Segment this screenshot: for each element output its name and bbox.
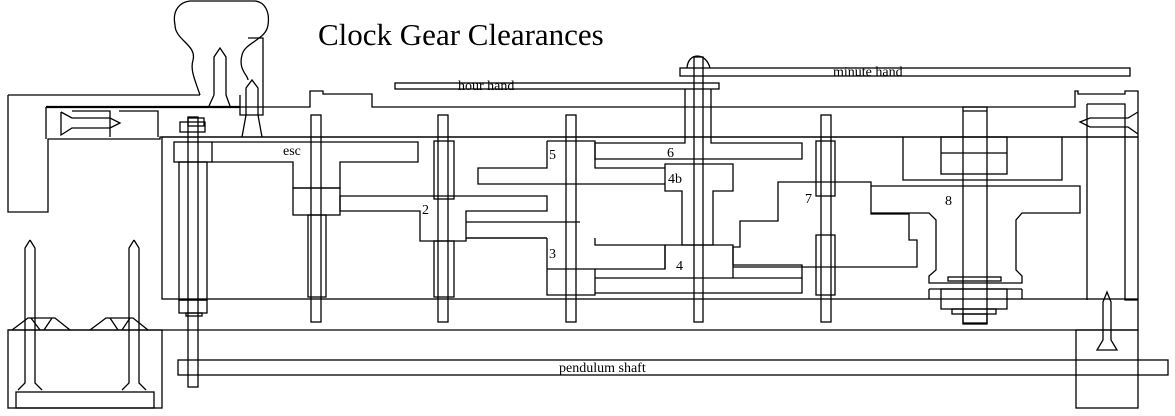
arbor-2 [433,114,455,323]
knob-icon [173,0,270,138]
gear-4b-label: 4b [668,172,682,187]
gear-esc-label: esc [283,144,301,159]
minute-hand-label: minute hand [833,65,903,80]
gear-3: 3 [466,237,803,296]
pendulum-shaft-label: pendulum shaft [559,361,646,376]
gear-3-label: 3 [549,247,556,262]
back-plate [161,136,1139,300]
gear-5: 5 [477,140,665,185]
gear-7-label: 7 [805,192,812,207]
hour-hand: hour hand [394,79,720,94]
gear-esc: esc [212,141,419,216]
hand-nut-icon [686,55,711,69]
pendulum-shaft: pendulum shaft [177,359,1169,376]
gear-8-label: 8 [945,194,952,209]
arbor-esc-pendulum [173,116,213,388]
diagram-title: Clock Gear Clearances [318,17,604,52]
gear-4b: 4b [664,163,734,246]
minute-hand: minute hand [679,65,1131,80]
arbor-5-3 [565,114,577,323]
base-right [1075,290,1139,409]
arbor-center [594,56,803,323]
gear-2: 2 [339,195,580,242]
left-screw-icon [60,110,159,137]
gear-8: 8 [871,136,1081,325]
base-left [7,239,163,409]
case-frame [7,90,1139,213]
gear-7: 7 [732,181,918,268]
gear-6-label: 6 [667,146,674,161]
gear-5-label: 5 [549,148,556,163]
gear-4-label: 4 [676,259,683,274]
arbor-8 [962,106,988,324]
arbor-7 [815,114,836,323]
gear-2-label: 2 [422,203,429,218]
hour-hand-label: hour hand [458,79,514,94]
arbor-escape [307,114,327,323]
